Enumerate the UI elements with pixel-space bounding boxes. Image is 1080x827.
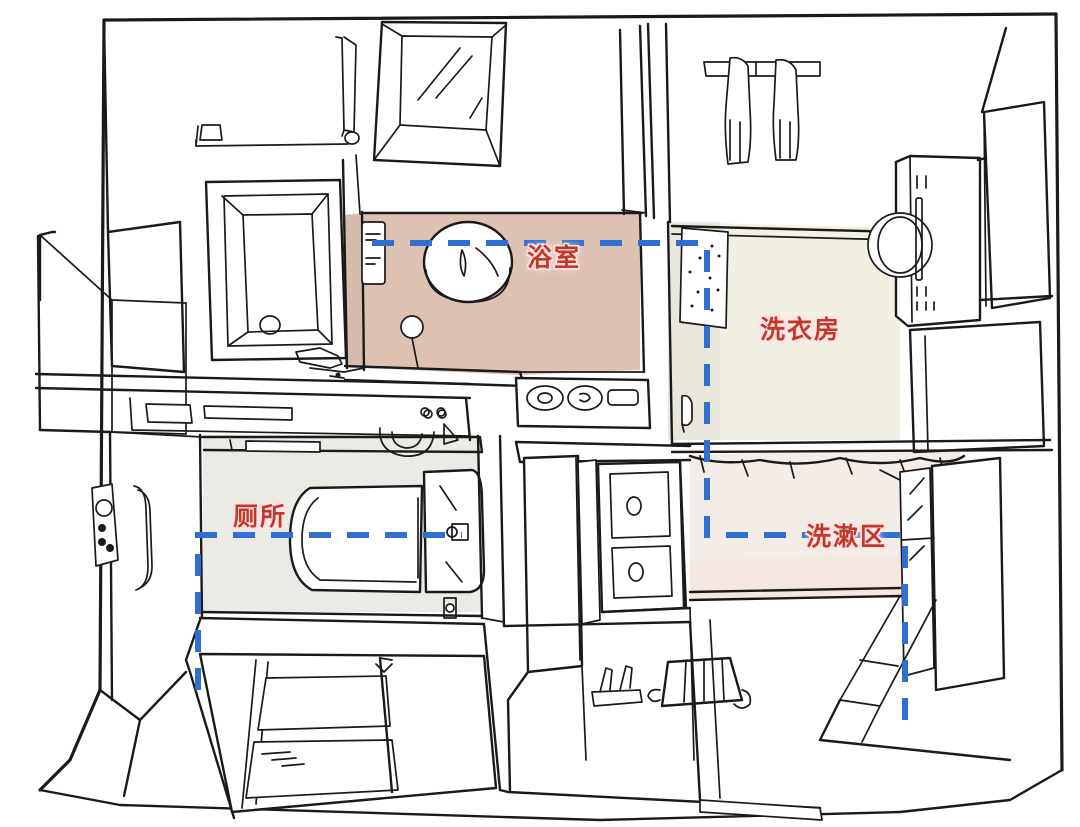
- left-counter: [34, 372, 472, 442]
- wash-area: [688, 454, 1012, 762]
- bathtub-room: [36, 18, 365, 435]
- toilet-room: [91, 409, 506, 702]
- laundry-room: [646, 22, 1054, 454]
- stove-cooktop: [514, 376, 652, 430]
- zone-divider-dashed-line: [195, 240, 908, 722]
- ceiling-window: [372, 20, 508, 168]
- vanity-sinks: [506, 440, 692, 792]
- floor-objects: [591, 656, 752, 709]
- bathroom-floor-left-strip: [345, 213, 363, 368]
- sliding-door-panels: [98, 607, 823, 821]
